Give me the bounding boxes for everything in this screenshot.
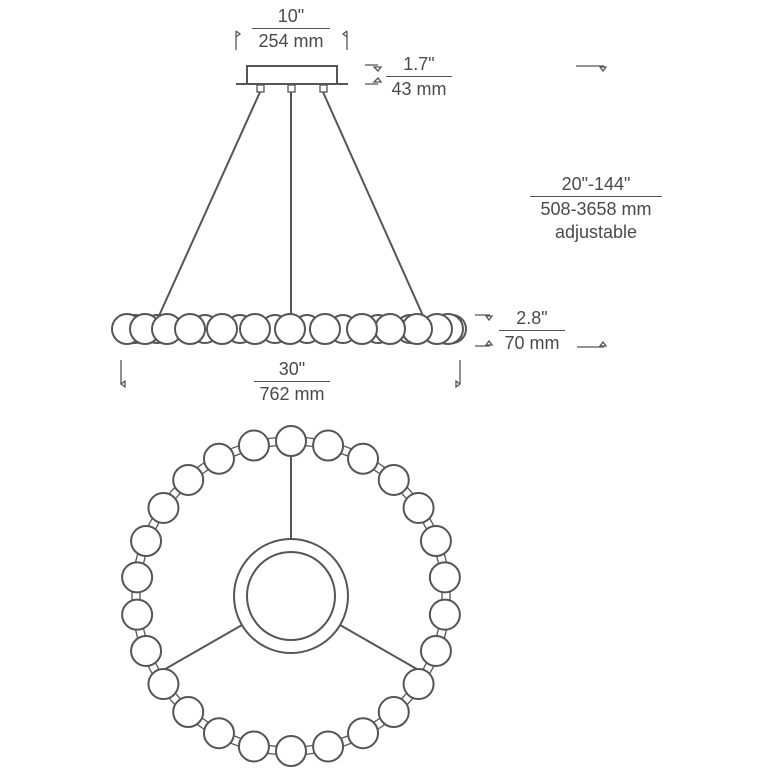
top-view-spheres — [121, 425, 461, 767]
ring-sphere — [312, 730, 345, 763]
ring-sphere — [147, 491, 180, 524]
ring-sphere — [312, 429, 345, 462]
fixture-width-label: 30" 762 mm — [254, 358, 330, 405]
canopy-width-label: 10" 254 mm — [252, 5, 330, 52]
ring-sphere — [130, 634, 163, 667]
canopy-height-imperial: 1.7" — [386, 53, 452, 77]
ring-sphere — [428, 561, 461, 594]
canopy-height-markers — [365, 64, 383, 85]
fixture-width-markers — [119, 360, 462, 389]
ring-sphere — [237, 429, 270, 462]
ring-sphere — [419, 634, 452, 667]
canopy-width-imperial: 10" — [252, 5, 330, 29]
ring-sphere — [419, 525, 452, 558]
suspension-cables — [157, 91, 425, 319]
ring-sphere — [347, 442, 380, 475]
ring-sphere — [121, 561, 154, 594]
ring-sphere — [402, 491, 435, 524]
fixture-width-metric: 762 mm — [259, 384, 325, 404]
ring-sphere — [275, 425, 307, 457]
fixture-height-imperial: 2.8" — [499, 307, 565, 331]
ring-sphere — [130, 525, 163, 558]
center-hub-inner — [246, 551, 336, 641]
ring-sphere — [377, 696, 410, 729]
canopy-height-metric: 43 mm — [391, 79, 447, 99]
canopy-height-label: 1.7" 43 mm — [386, 53, 452, 100]
overall-height-imperial: 20"-144" — [530, 173, 662, 197]
overall-height-label: 20"-144" 508-3658 mm adjustable — [530, 173, 662, 243]
sphere — [346, 313, 378, 345]
ring-sphere — [237, 730, 270, 763]
ring-sphere — [377, 463, 410, 496]
overall-height-metric: 508-3658 mm — [540, 199, 652, 219]
top-view — [121, 425, 461, 767]
overall-height-markers — [576, 65, 608, 348]
canopy-width-metric: 254 mm — [258, 31, 324, 51]
ring-sphere — [428, 598, 461, 631]
ring-sphere — [402, 668, 435, 701]
ring-sphere — [147, 668, 180, 701]
sphere — [309, 313, 341, 345]
fixture-width-imperial: 30" — [254, 358, 330, 382]
ring-sphere — [121, 598, 154, 631]
fixture-height-markers — [475, 314, 494, 347]
overall-height-note: adjustable — [554, 222, 638, 242]
fixture-height-label: 2.8" 70 mm — [499, 307, 565, 354]
sphere — [401, 313, 433, 345]
ring-sphere — [202, 442, 235, 475]
sphere — [274, 313, 306, 345]
sphere — [239, 313, 271, 345]
ring-sphere — [275, 735, 307, 767]
canopy-width-markers — [235, 30, 348, 50]
fixture-height-metric: 70 mm — [504, 333, 560, 353]
center-hub-outer — [233, 538, 349, 654]
sphere — [174, 313, 206, 345]
canopy — [236, 65, 348, 93]
ring-sphere — [172, 696, 205, 729]
ring-sphere — [347, 717, 380, 750]
sphere — [374, 313, 406, 345]
ring-sphere — [172, 463, 205, 496]
sphere — [206, 313, 238, 345]
ring-sphere — [202, 717, 235, 750]
side-view-spheres — [111, 313, 467, 345]
